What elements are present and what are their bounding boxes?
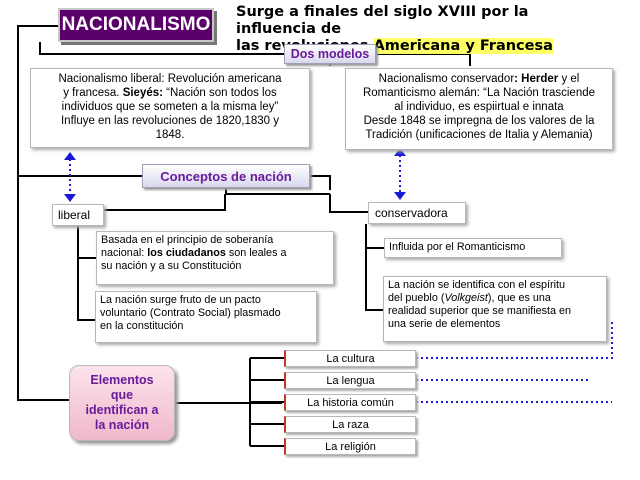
dos-modelos-label: Dos modelos bbox=[284, 44, 376, 64]
conceptos-label: Conceptos de nación bbox=[142, 164, 310, 188]
volkgeist-box: La nación se identifica con el espíritu … bbox=[383, 276, 607, 342]
elementos-box: Elementos que identifican a la nación bbox=[69, 365, 175, 441]
elementos-line-4: la nación bbox=[94, 418, 150, 432]
basada-ciudadanos: los ciudadanos bbox=[147, 247, 226, 259]
influida-text: Influida por el Romanticismo bbox=[389, 241, 526, 253]
identifica-line-2-pre: del pueblo ( bbox=[388, 292, 445, 304]
conservative-model-line-4: Desde 1848 se impregna de los valores de… bbox=[363, 115, 595, 127]
conservative-model-line-1-pre: Nacionalismo conservador bbox=[378, 73, 515, 85]
liberal-model-line-4: Influye en las revoluciones de 1820,1830… bbox=[60, 115, 279, 127]
liberal-concept-box: liberal bbox=[52, 204, 104, 226]
liberal-model-line-5: 1848. bbox=[155, 129, 185, 141]
identifica-line-3: realidad superior que se manifiesta en bbox=[388, 305, 572, 317]
element-item-label: La cultura bbox=[326, 352, 375, 365]
conservadora-concept-box: conservadora bbox=[368, 202, 466, 224]
basada-line-2-post: son leales a bbox=[225, 247, 287, 259]
conservative-model-line-2: Romanticismo alemán: “La Nación trascien… bbox=[362, 87, 596, 99]
conservative-model-box: Nacionalismo conservador: Herder y el Ro… bbox=[345, 68, 613, 150]
basada-line-2: nacional: los ciudadanos son leales a bbox=[101, 247, 329, 260]
nacion-surge-line-3: en la constitución bbox=[100, 320, 184, 332]
element-item-label: La religión bbox=[325, 440, 376, 453]
conservative-model-line-1-post: y el bbox=[558, 73, 580, 85]
basada-line-3: su nación y a su Constitución bbox=[101, 260, 242, 272]
header-line-2-highlight: Americana y Francesa bbox=[373, 38, 553, 54]
liberal-model-line-1: Nacionalismo liberal: Revolución america… bbox=[58, 73, 282, 85]
element-item-historia: La historia común bbox=[284, 394, 416, 411]
liberal-model-sieyes: Sieyés: bbox=[122, 87, 163, 99]
element-item-cultura: La cultura bbox=[284, 350, 416, 367]
liberal-model-line-2: y francesa. Sieyés: “Nación son todos lo… bbox=[37, 86, 303, 100]
basada-line-1: Basada en el principio de soberanía bbox=[101, 234, 274, 246]
conceptos-text: Conceptos de nación bbox=[160, 168, 292, 184]
nacion-surge-line-1: La nación surge fruto de un pacto bbox=[100, 294, 261, 306]
liberal-model-box: Nacionalismo liberal: Revolución america… bbox=[30, 68, 310, 148]
title-text: NACIONALISMO bbox=[61, 14, 211, 35]
conservative-model-line-5: Tradición (unificaciones de Italia y Ale… bbox=[365, 129, 593, 141]
liberal-model-line-3: individuos que se someten a la misma ley… bbox=[61, 101, 279, 113]
header-line-1: Surge a finales del siglo XVIII por la i… bbox=[236, 4, 529, 37]
elementos-line-2: que bbox=[110, 388, 134, 402]
conservative-model-line-3: al individuo, es espiirtual e innata bbox=[394, 101, 564, 113]
liberal-model-line-2-pre: y francesa. bbox=[63, 87, 123, 99]
elementos-line-1: Elementos bbox=[90, 373, 154, 387]
element-item-religion: La religión bbox=[284, 438, 416, 455]
identifica-volkgeist: Volkgeist bbox=[444, 292, 488, 304]
liberal-model-line-2-post: “Nación son todos los bbox=[162, 87, 277, 99]
nacion-surge-line-2: voluntario (Contrato Social) plasmado bbox=[100, 307, 281, 319]
element-item-lengua: La lengua bbox=[284, 372, 416, 389]
identifica-line-2: del pueblo (Volkgeist), que es una bbox=[388, 292, 602, 305]
liberal-concept-text: liberal bbox=[58, 208, 91, 222]
identifica-line-2-post: ), que es una bbox=[487, 292, 551, 304]
element-item-label: La lengua bbox=[326, 374, 375, 387]
element-item-label: La historia común bbox=[307, 396, 394, 409]
liberal-pact-box: La nación surge fruto de un pacto volunt… bbox=[95, 291, 317, 343]
page-title: NACIONALISMO bbox=[58, 8, 214, 42]
liberal-sovereignty-box: Basada en el principio de soberanía naci… bbox=[96, 231, 334, 285]
elementos-line-3: identifican a bbox=[85, 403, 159, 417]
conservative-model-herder: : Herder bbox=[514, 73, 559, 85]
dos-modelos-text: Dos modelos bbox=[290, 47, 370, 61]
header-line-2: las revoluciones Americana y Francesa bbox=[236, 38, 596, 55]
element-item-raza: La raza bbox=[284, 416, 416, 433]
header-note: Surge a finales del siglo XVIII por la i… bbox=[236, 4, 596, 55]
identifica-line-4: una serie de elementos bbox=[388, 318, 501, 330]
conservative-model-line-1: Nacionalismo conservador: Herder y el bbox=[351, 72, 607, 86]
romanticism-box: Influida por el Romanticismo bbox=[384, 238, 562, 258]
conservadora-concept-text: conservadora bbox=[375, 206, 448, 220]
basada-line-2-pre: nacional: bbox=[101, 247, 148, 259]
identifica-line-1: La nación se identifica con el espíritu bbox=[388, 279, 566, 291]
element-item-label: La raza bbox=[332, 418, 369, 431]
